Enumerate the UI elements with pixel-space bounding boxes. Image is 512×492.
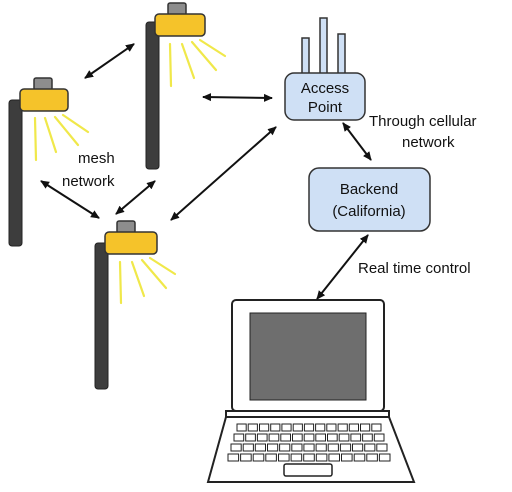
double-arrow-icon — [40, 180, 100, 219]
keyboard-key — [233, 433, 245, 442]
street-light-icon — [94, 220, 177, 390]
keyboard-key — [292, 423, 303, 432]
keyboard-key — [315, 453, 328, 462]
keyboard-key — [352, 443, 364, 452]
keyboard-key — [270, 423, 281, 432]
backend-label-line1: Backend — [340, 181, 398, 198]
keyboard-key — [315, 433, 326, 442]
double-arrow-icon — [342, 122, 372, 161]
street-light-icon — [8, 77, 90, 247]
keyboard-key — [338, 433, 350, 442]
keyboard-key — [315, 423, 326, 432]
double-arrow-icon — [170, 126, 277, 221]
keyboard-key — [259, 423, 270, 432]
access-point-label-line1: Access — [301, 80, 349, 97]
mesh-label-line2: network — [62, 173, 115, 190]
keyboard-key — [252, 453, 265, 462]
keyboard-key — [327, 433, 338, 442]
keyboard-key — [278, 453, 290, 462]
double-arrow-icon — [84, 43, 135, 79]
keyboard-key — [279, 443, 291, 452]
keyboard — [227, 423, 391, 462]
keyboard-key — [280, 433, 291, 442]
keyboard-key — [303, 423, 315, 432]
keyboard-key — [378, 453, 391, 462]
keyboard-key — [348, 423, 359, 432]
keyboard-key — [281, 423, 292, 432]
access-point-node: Access Point — [284, 72, 366, 121]
keyboard-key — [315, 443, 327, 452]
keyboard-key — [371, 423, 382, 432]
keyboard-key — [242, 443, 254, 452]
double-arrow-icon — [202, 93, 273, 102]
keyboard-key — [290, 453, 303, 462]
keyboard-key — [240, 453, 252, 462]
keyboard-key — [291, 443, 303, 452]
trackpad — [283, 463, 333, 477]
access-point-label-line2: Point — [308, 99, 343, 116]
keyboard-key — [328, 453, 340, 462]
backend-node: Backend (California) — [308, 167, 431, 232]
keyboard-key — [256, 433, 268, 442]
keyboard-key — [337, 423, 348, 432]
keyboard-key — [350, 433, 362, 442]
keyboard-key — [339, 443, 352, 452]
cellular-label-line1: Through cellular — [369, 113, 477, 130]
antenna-icon — [301, 17, 346, 75]
backend-label-line2: (California) — [332, 203, 405, 220]
keyboard-key — [268, 433, 280, 442]
keyboard-key — [303, 443, 315, 452]
keyboard-key — [341, 453, 353, 462]
keyboard-key — [327, 443, 339, 452]
keyboard-key — [326, 423, 337, 432]
keyboard-key — [247, 423, 258, 432]
street-light-icon — [145, 2, 227, 170]
double-arrow-icon — [316, 234, 369, 300]
keyboard-key — [254, 443, 267, 452]
laptop-icon — [206, 299, 416, 483]
keyboard-key — [366, 453, 378, 462]
keyboard-key — [265, 453, 277, 462]
keyboard-key — [230, 443, 242, 452]
mesh-label-line1: mesh — [78, 150, 115, 167]
keyboard-key — [227, 453, 240, 462]
keyboard-key — [245, 433, 256, 442]
double-arrow-icon — [115, 180, 156, 215]
keyboard-key — [267, 443, 279, 452]
keyboard-key — [364, 443, 376, 452]
keyboard-key — [236, 423, 247, 432]
cellular-label-line2: network — [402, 134, 455, 151]
realtime-label: Real time control — [358, 260, 471, 277]
keyboard-key — [292, 433, 303, 442]
keyboard-key — [373, 433, 385, 442]
keyboard-key — [376, 443, 388, 452]
keyboard-key — [353, 453, 366, 462]
keyboard-key — [303, 433, 315, 442]
keyboard-key — [360, 423, 371, 432]
keyboard-key — [362, 433, 373, 442]
keyboard-key — [303, 453, 315, 462]
